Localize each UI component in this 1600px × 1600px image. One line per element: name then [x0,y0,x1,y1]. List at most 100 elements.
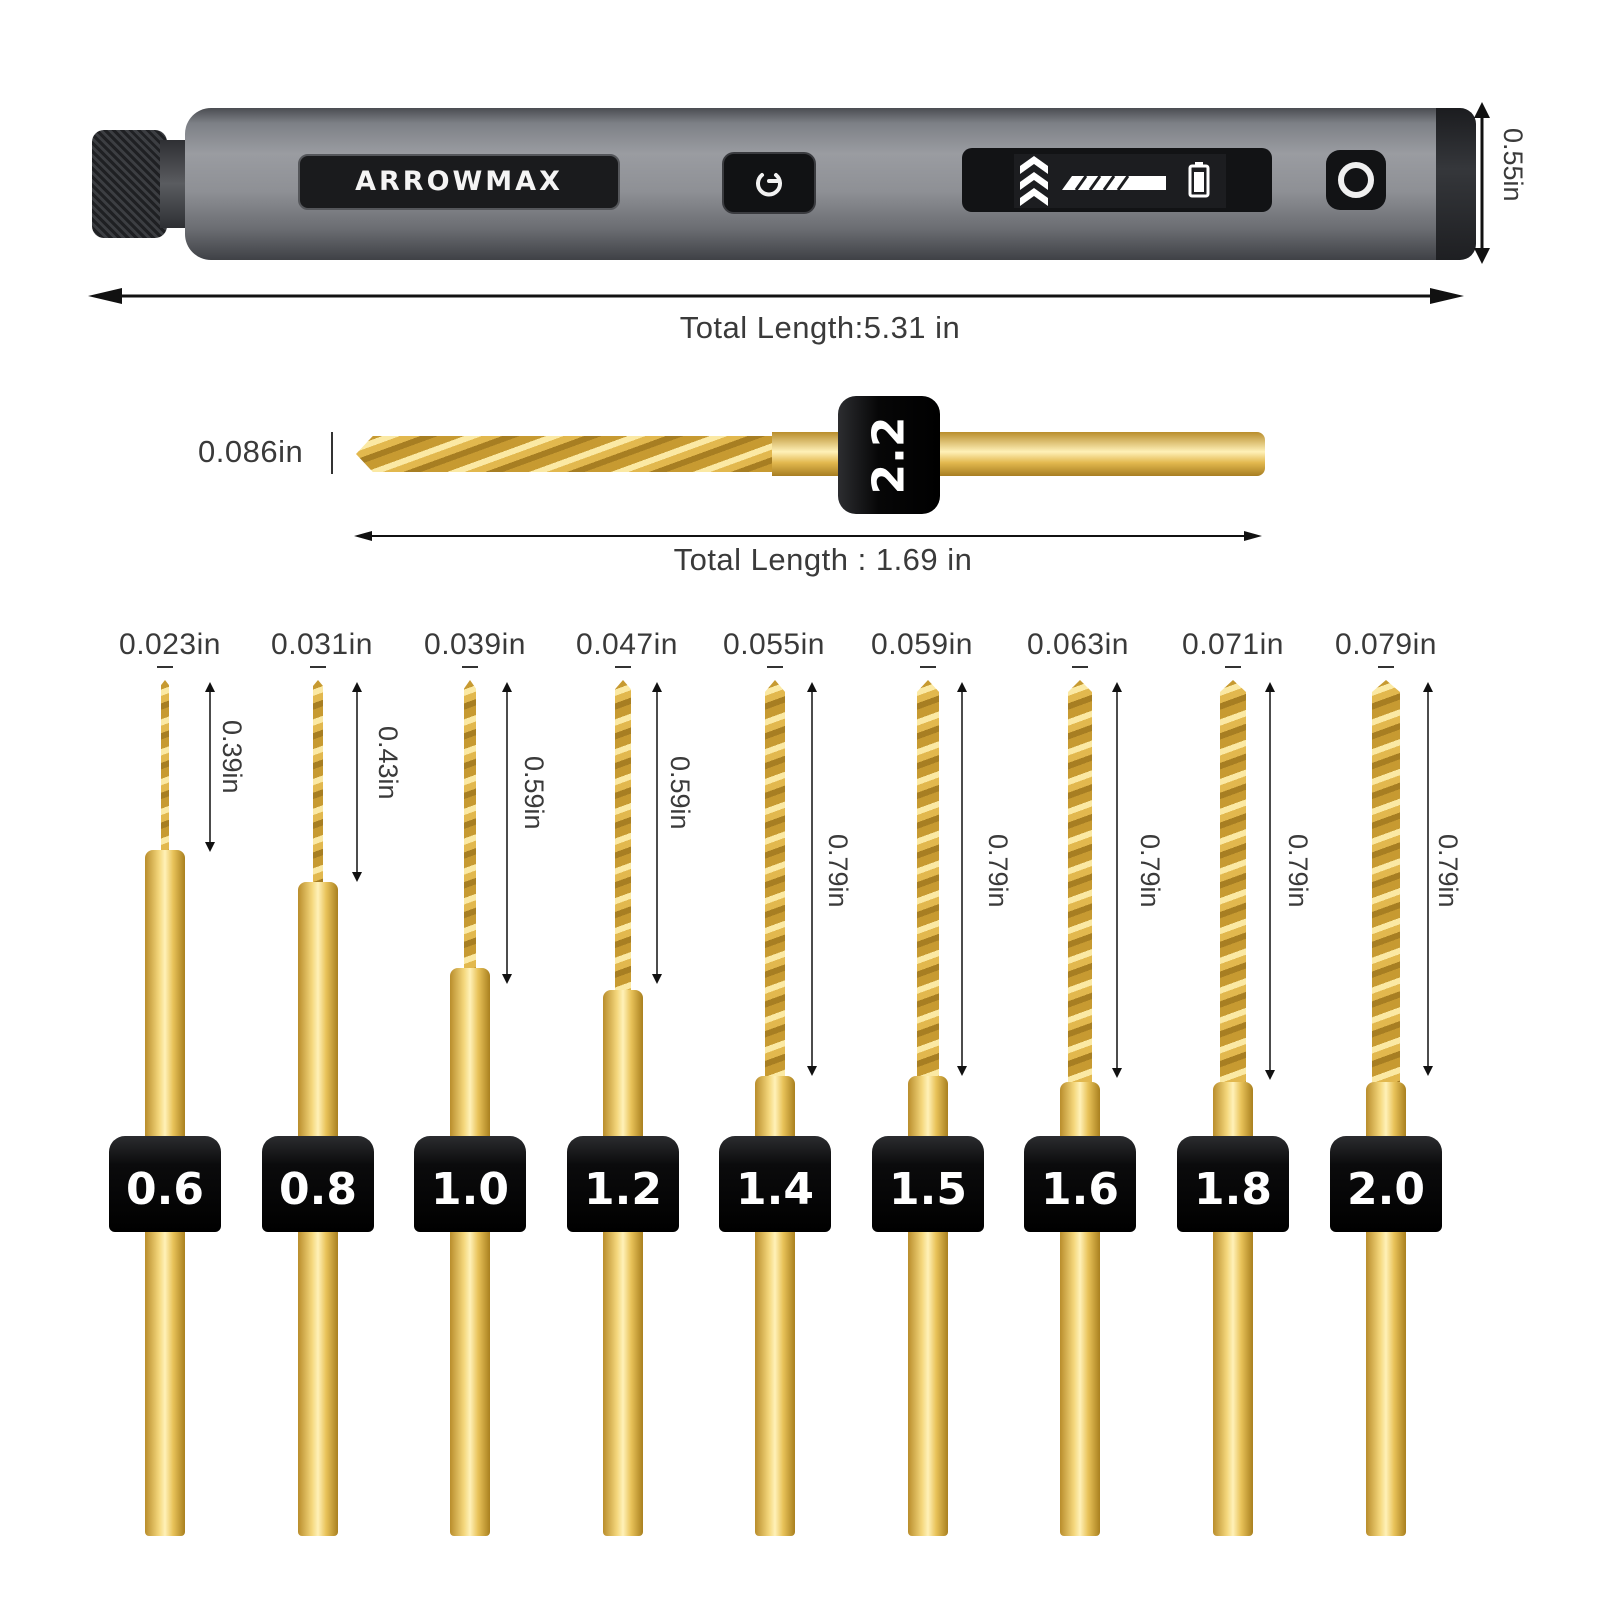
diameter-tick [1378,666,1394,668]
bit-diameter-label: 0.063in [1027,628,1129,661]
pen-end-cap [1436,108,1476,260]
bit-diameter-label: 0.031in [271,628,373,661]
bit-size-collar: 0.8 [262,1136,374,1232]
bit-diameter-label: 0.023in [119,628,221,661]
circle-button-icon [1338,162,1374,198]
brand-logo: ARROWMAX [355,166,563,197]
bit-size-label: 1.5 [889,1164,967,1215]
bit-size-label: 1.6 [1041,1164,1119,1215]
flute-length-arrow [1423,682,1433,1076]
flute-length-arrow [1112,682,1122,1078]
bit-size-label: 1.2 [584,1164,662,1215]
bit-diameter-label: 0.079in [1335,628,1437,661]
bit-shank-lower [298,1228,338,1536]
diameter-tick [331,432,333,474]
diameter-tick [920,666,936,668]
bit-flute [615,680,631,990]
bit-shank-upper [1366,1082,1406,1140]
bit-size-collar: 2.0 [1330,1136,1442,1232]
diameter-tick [157,666,173,668]
bit-size-collar: 1.6 [1024,1136,1136,1232]
speed-battery-display-icon [1014,154,1226,208]
flute-length-arrow [352,682,362,882]
power-button[interactable] [722,152,816,214]
flute-length-label: 0.43in [373,726,403,800]
bit-size-collar: 1.8 [1177,1136,1289,1232]
height-dimension-arrow [1474,102,1490,264]
bit-diameter-label: 0.055in [723,628,825,661]
bit-shank-lower [1060,1228,1100,1536]
bit-size-collar: 0.6 [109,1136,221,1232]
bit-flute [917,680,939,1076]
bit-flute [1220,680,1246,1082]
bit-shank-upper [603,990,643,1140]
large-bit-neck [772,432,844,476]
diameter-tick [1225,666,1241,668]
power-icon [756,173,782,197]
diameter-tick [1072,666,1088,668]
bit-size-collar: 1.0 [414,1136,526,1232]
bit-shank-lower [1366,1228,1406,1536]
bit-diameter-label: 0.039in [424,628,526,661]
bit-size-label: 0.8 [279,1164,357,1215]
large-bit-length-arrow [354,531,1262,541]
flute-length-arrow [205,682,215,852]
large-bit-flute [356,436,776,472]
flute-length-label: 0.79in [1433,834,1463,908]
bit-shank-lower [145,1228,185,1536]
bit-shank-upper [755,1076,795,1140]
diameter-tick [615,666,631,668]
flute-length-arrow [807,682,817,1076]
bit-shank-upper [1213,1082,1253,1140]
bit-shank-lower [450,1228,490,1536]
bit-size-collar: 1.2 [567,1136,679,1232]
bit-flute [161,680,169,850]
bit-shank-upper [298,882,338,1140]
large-bit-shank [935,432,1265,476]
large-bit-length-label: Total Length : 1.69 in [673,542,973,577]
pen-height-label: 0.55in [1498,128,1528,202]
bit-size-label: 1.4 [736,1164,814,1215]
bit-flute [1068,680,1092,1082]
flute-length-label: 0.79in [1135,834,1165,908]
bit-size-label: 2.0 [1347,1164,1425,1215]
flute-length-arrow [502,682,512,984]
bit-size-collar: 1.5 [872,1136,984,1232]
flute-length-label: 0.59in [665,756,695,830]
bit-flute [1372,680,1400,1082]
flute-length-arrow [1265,682,1275,1080]
large-bit-collar: 2.2 [838,396,940,514]
flute-length-label: 0.79in [823,834,853,908]
bit-shank-lower [1213,1228,1253,1536]
pen-length-label: Total Length:5.31 in [679,310,961,345]
large-bit-diameter-label: 0.086in [198,434,304,469]
bit-diameter-label: 0.047in [576,628,678,661]
flute-length-arrow [957,682,967,1076]
bit-shank-upper [145,850,185,1140]
bit-flute [464,680,476,968]
bit-diameter-label: 0.059in [871,628,973,661]
pen-length-arrow [88,288,1464,304]
knurled-knob[interactable] [92,130,167,238]
diameter-tick [310,666,326,668]
bit-shank-lower [908,1228,948,1536]
flute-length-label: 0.39in [217,720,247,794]
flute-length-label: 0.59in [519,756,549,830]
bit-flute [313,680,323,882]
flute-length-label: 0.79in [1283,834,1313,908]
diameter-tick [767,666,783,668]
bit-diameter-label: 0.071in [1182,628,1284,661]
bit-size-label: 1.0 [431,1164,509,1215]
bit-shank-upper [908,1076,948,1140]
bit-shank-upper [450,968,490,1140]
bit-size-collar: 1.4 [719,1136,831,1232]
bit-flute [765,680,785,1076]
large-bit-size-label: 2.2 [863,416,915,494]
bit-shank-lower [755,1228,795,1536]
diameter-tick [462,666,478,668]
bit-shank-lower [603,1228,643,1536]
brand-plate: ARROWMAX [298,154,620,210]
bit-shank-upper [1060,1082,1100,1140]
bit-size-label: 0.6 [126,1164,204,1215]
bit-size-label: 1.8 [1194,1164,1272,1215]
